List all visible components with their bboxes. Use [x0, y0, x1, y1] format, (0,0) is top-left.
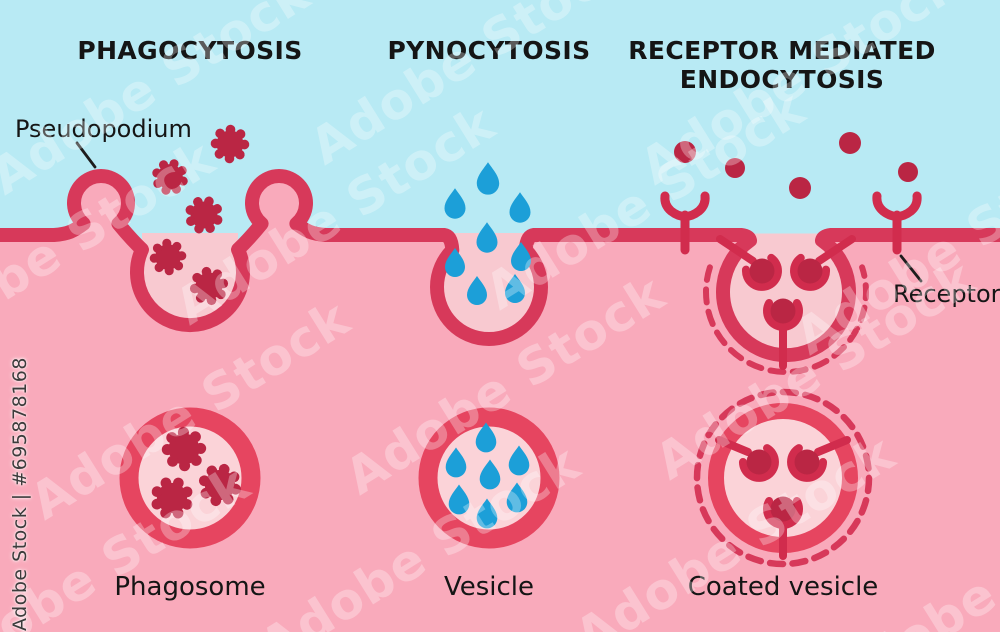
- receptor-mediated-title-line1: RECEPTOR MEDIATED: [628, 36, 936, 65]
- bound-ligand: [746, 449, 772, 475]
- pseudopodium-label: Pseudopodium: [15, 115, 192, 143]
- receptor-label: Receptor: [893, 280, 1000, 308]
- coated-vesicle-label: Coated vesicle: [687, 572, 879, 602]
- stock-credit-text: Adobe Stock | #695878168: [9, 357, 31, 631]
- receptor-pointer-line: [899, 254, 923, 283]
- ligand-particle: [725, 158, 745, 178]
- bound-ligand: [770, 298, 796, 324]
- pseudopodium-pointer-line: [75, 141, 97, 169]
- bound-ligand: [749, 258, 775, 284]
- receptor-stem: [716, 235, 757, 265]
- cell-membrane: [0, 169, 1000, 363]
- ligand-particle: [898, 162, 918, 182]
- ligand-particle: [789, 177, 811, 199]
- bound-ligand: [797, 258, 823, 284]
- bound-ligand: [794, 449, 820, 475]
- ligand-particle: [839, 132, 861, 154]
- receptor-stem: [715, 436, 752, 456]
- receptor-mediated-title-line2: ENDOCYTOSIS: [679, 65, 885, 94]
- phagocytosis-title: PHAGOCYTOSIS: [77, 36, 303, 65]
- vesicle-label: Vesicle: [443, 572, 535, 602]
- bound-ligand: [770, 496, 796, 522]
- ligand-particle: [674, 141, 696, 163]
- coated-vesicle-dashed-coat: [693, 388, 873, 568]
- receptor-stem: [815, 235, 856, 265]
- pynocytosis-title: PYNOCYTOSIS: [387, 36, 591, 65]
- phagosome-label: Phagosome: [114, 572, 266, 602]
- coated-pit-dashed-coat: [703, 264, 869, 375]
- receptor-stem: [814, 436, 851, 456]
